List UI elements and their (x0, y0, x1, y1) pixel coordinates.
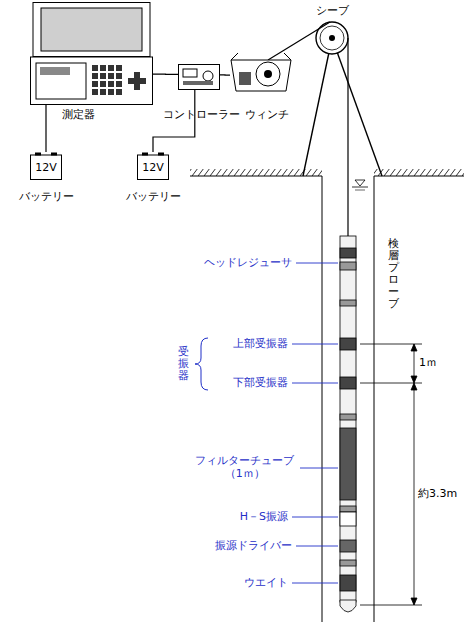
measuring-device-outline (30, 2, 153, 105)
ground-hatch (374, 169, 464, 176)
part-name: 上部受振器 (233, 337, 288, 350)
ground-hatch (190, 169, 322, 176)
winch: ウィンチ (230, 52, 292, 92)
water-level (352, 180, 368, 190)
brace (195, 338, 208, 390)
logging-probe (340, 236, 356, 612)
winch-outline (230, 52, 292, 92)
leader-lines (292, 263, 338, 583)
controller: コントローラー (178, 64, 220, 90)
equipment-label: 12V (35, 161, 57, 174)
equipment-label: バッテリー (19, 190, 74, 203)
part-name: フィルターチューブ （1ｍ） (194, 454, 296, 480)
tripod-leg (332, 38, 382, 176)
cable-line (45, 105, 46, 152)
equipment-label: 測定器 (62, 108, 95, 121)
cable-line (153, 73, 178, 75)
equipment-label: バッテリー (126, 190, 181, 203)
part-name: ヘッドレジューサ (204, 256, 292, 269)
group-name: 受振器 (178, 346, 189, 382)
part-name: シーブ (316, 4, 349, 17)
controller-outline (178, 64, 220, 90)
battery: 12Vバッテリー (137, 152, 169, 180)
sheave (316, 22, 348, 54)
dimension: 1ｍ (419, 356, 437, 369)
part-name: 検層プローブ (388, 238, 399, 311)
dimension: 約3.3m (418, 487, 457, 500)
measuring-device: 測定器 (30, 2, 153, 105)
equipment-label: ウィンチ (245, 108, 289, 121)
ground-line (374, 175, 464, 176)
dimension-lines (360, 344, 422, 605)
cable (268, 22, 330, 60)
part-name: 下部受振器 (233, 376, 288, 389)
ground-line (190, 175, 322, 176)
battery: 12Vバッテリー (30, 152, 62, 180)
equipment-label: 12V (142, 161, 164, 174)
borehole-wall (322, 176, 323, 622)
part-name: H－S振源 (240, 510, 288, 523)
part-name: 振源ドライバー (215, 539, 292, 552)
borehole-wall (374, 176, 375, 622)
part-name: ウエイト (244, 576, 288, 589)
cable-line (220, 74, 230, 75)
equipment-label: コントローラー (163, 108, 240, 121)
tripod-leg (303, 38, 332, 176)
cable (347, 38, 348, 236)
